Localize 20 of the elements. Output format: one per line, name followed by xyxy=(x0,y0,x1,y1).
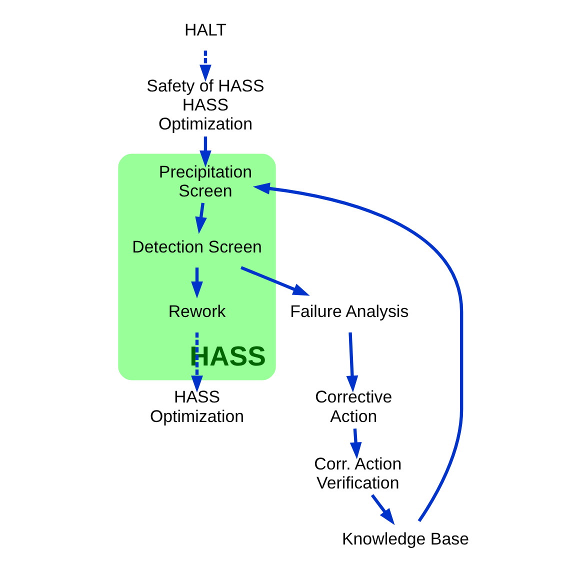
node-text: Knowledge Base xyxy=(342,530,470,549)
node-text: Detection Screen xyxy=(132,237,262,256)
arrow xyxy=(191,332,203,393)
node-text: Corr. Action Verification xyxy=(314,454,402,492)
arrow xyxy=(370,494,395,526)
arrow xyxy=(350,428,362,460)
arrow xyxy=(240,266,310,296)
node-text: Precipitation Screen xyxy=(158,162,252,200)
node-text: Failure Analysis xyxy=(290,302,409,322)
arrow xyxy=(252,182,464,522)
node-text: HASS Optimization xyxy=(150,388,244,426)
node-text: Rework xyxy=(168,302,226,322)
node-text: HALT xyxy=(184,20,226,40)
node-text: Safety of HASS HASS Optimization xyxy=(146,76,264,134)
node-text: Corrective Action xyxy=(315,388,392,426)
arrow xyxy=(195,202,207,234)
arrow xyxy=(200,136,212,168)
arrow xyxy=(191,268,203,298)
arrow xyxy=(200,50,212,82)
arrow xyxy=(346,332,358,393)
